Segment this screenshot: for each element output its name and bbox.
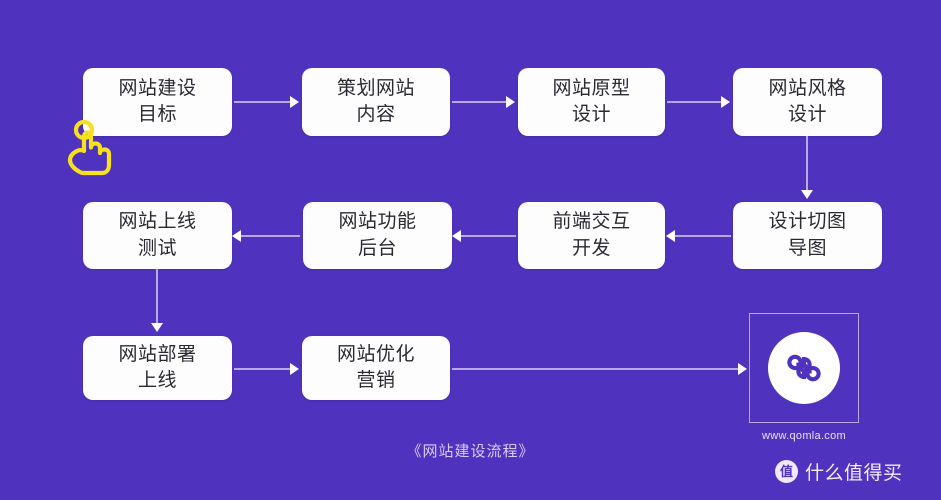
clover-logo-icon — [787, 354, 821, 382]
flow-node-n6[interactable]: 前端交互 开发 — [518, 202, 665, 269]
flow-node-label: 网站风格 设计 — [768, 77, 847, 125]
arrow-head-n4-n5 — [801, 190, 813, 199]
watermark: 值 什么值得买 — [775, 458, 903, 485]
flow-node-n9[interactable]: 网站部署 上线 — [83, 336, 232, 400]
edge-n7-n8 — [240, 235, 300, 237]
flow-node-label: 前端交互 开发 — [552, 211, 631, 259]
edge-n4-n5 — [806, 136, 808, 194]
flow-node-label: 网站部署 上线 — [118, 343, 197, 391]
arrow-head-n1-n2 — [290, 96, 299, 108]
flow-node-n7[interactable]: 网站功能 后台 — [303, 202, 452, 269]
arrow-head-n9-n10 — [290, 363, 299, 375]
edge-n2-n3 — [452, 101, 510, 103]
flow-node-label: 网站功能 后台 — [338, 211, 417, 259]
flow-node-n1[interactable]: 网站建设 目标 — [83, 68, 232, 136]
flow-node-label: 网站建设 目标 — [118, 77, 197, 125]
arrow-head-n10-brand — [738, 363, 747, 375]
flow-node-label: 网站上线 测试 — [118, 211, 197, 259]
brand-logo-disc — [768, 332, 840, 404]
edge-n8-n9 — [156, 269, 158, 327]
brand-url: www.qomla.com — [762, 430, 846, 442]
arrow-head-n6-n7 — [452, 230, 461, 242]
edge-n3-n4 — [667, 101, 725, 103]
flow-node-n5[interactable]: 设计切图 导图 — [733, 202, 882, 269]
arrow-head-n8-n9 — [151, 323, 163, 332]
flow-node-label: 设计切图 导图 — [768, 211, 847, 259]
edge-n5-n6 — [673, 235, 731, 237]
diagram-caption: 《网站建设流程》 — [406, 443, 535, 460]
arrow-head-n3-n4 — [721, 96, 730, 108]
flow-node-n3[interactable]: 网站原型 设计 — [518, 68, 665, 136]
watermark-badge-icon: 值 — [775, 460, 798, 483]
flow-node-n4[interactable]: 网站风格 设计 — [733, 68, 882, 136]
tap-hand-cursor-icon[interactable] — [66, 118, 118, 176]
flow-node-label: 策划网站 内容 — [336, 77, 415, 125]
flow-node-label: 网站优化 营销 — [336, 343, 415, 391]
flow-node-n10[interactable]: 网站优化 营销 — [302, 336, 450, 400]
edge-n10-brand — [452, 368, 738, 370]
flow-node-n8[interactable]: 网站上线 测试 — [83, 202, 232, 269]
edge-n1-n2 — [234, 101, 294, 103]
arrow-head-n7-n8 — [232, 230, 241, 242]
edge-n9-n10 — [234, 368, 294, 370]
edge-n6-n7 — [460, 235, 516, 237]
brand-logo-frame — [749, 313, 859, 423]
arrow-head-n5-n6 — [666, 230, 675, 242]
flow-node-label: 网站原型 设计 — [552, 77, 631, 125]
arrow-head-n2-n3 — [506, 96, 515, 108]
watermark-text: 什么值得买 — [805, 463, 903, 484]
flow-node-n2[interactable]: 策划网站 内容 — [302, 68, 450, 136]
